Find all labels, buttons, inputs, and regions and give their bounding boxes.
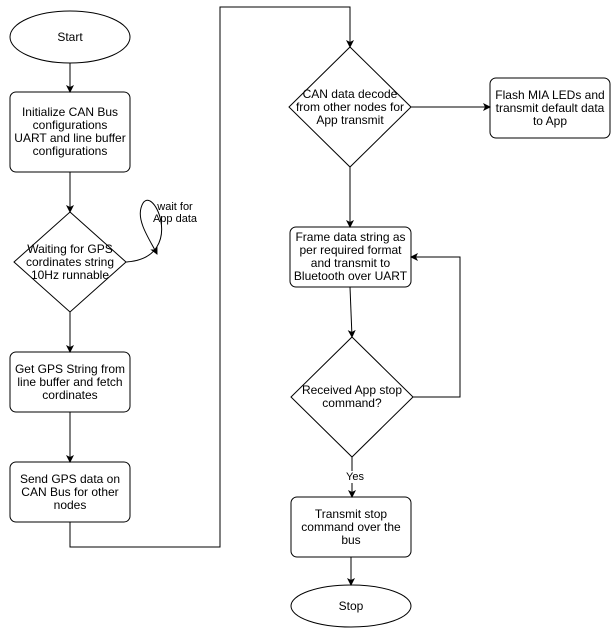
- edge-app-stop-loop-back: [410, 253, 461, 398]
- wait-for-app-label: wait for App data: [152, 201, 198, 225]
- send-gps-label: Send GPS data on CAN Bus for other nodes: [19, 471, 121, 512]
- frame-data-label: Frame data string as per required format…: [293, 230, 408, 283]
- stop-label: Stop: [338, 598, 364, 613]
- wait-gps-label: Waiting for GPS cordinates string 10Hz r…: [25, 241, 115, 282]
- can-decode-label: CAN data decode from other nodes for App…: [295, 86, 405, 127]
- edge-wait-self-loop: [125, 199, 163, 263]
- yes-label: Yes: [343, 471, 367, 483]
- flash-mia-label: Flash MIA LEDs and transmit default data…: [495, 87, 605, 128]
- edge-send-to-can-decode: [69, 6, 354, 548]
- start-label: Start: [57, 29, 83, 44]
- get-gps-label: Get GPS String from line buffer and fetc…: [14, 361, 126, 402]
- app-stop-label: Received App stop command?: [301, 383, 403, 410]
- transmit-stop-label: Transmit stop command over the bus: [301, 506, 401, 547]
- edge-frame-to-app-stop: [347, 286, 356, 338]
- init-label: Initialize CAN Bus configurations UART a…: [14, 105, 126, 158]
